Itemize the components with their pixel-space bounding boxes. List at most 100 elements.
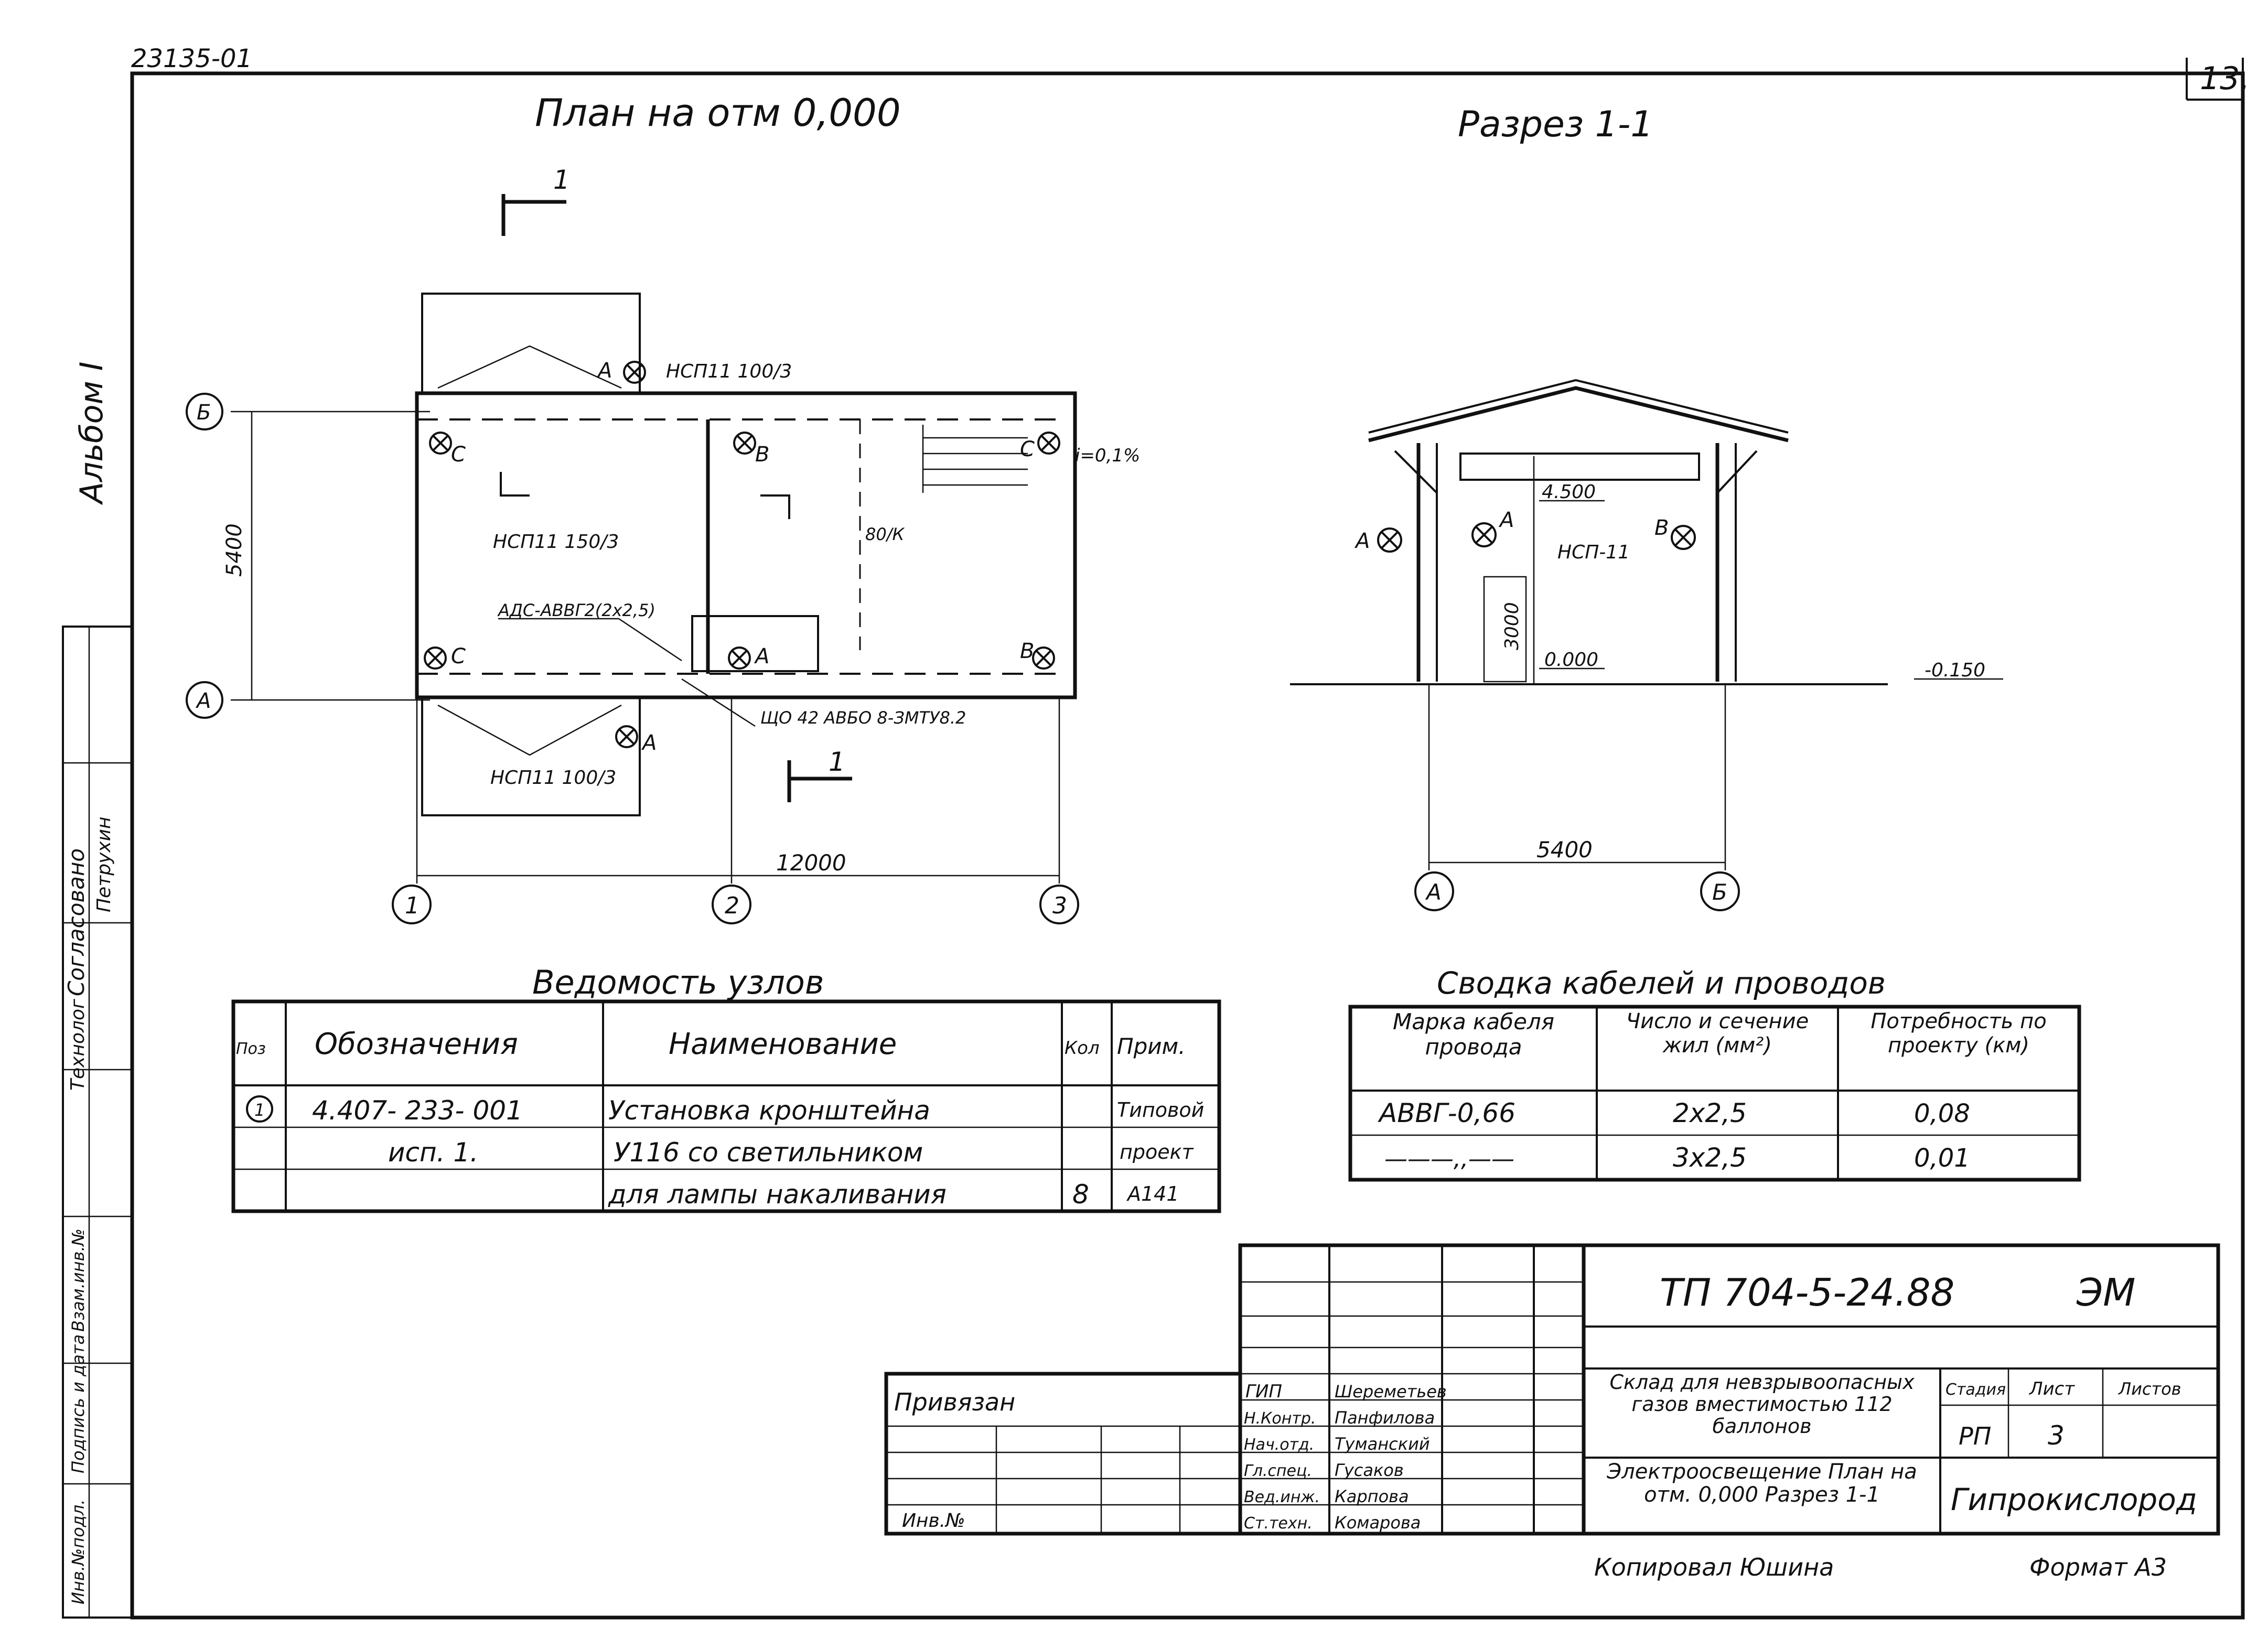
agreed-label: Согласовано bbox=[63, 848, 89, 996]
nodes-header-qty: Кол bbox=[1065, 1038, 1100, 1059]
svg-text:Туманский: Туманский bbox=[1335, 1434, 1430, 1454]
svg-text:А: А bbox=[195, 689, 211, 713]
nodes-row1-pos-circle bbox=[246, 1095, 273, 1123]
section-code: ЭМ bbox=[2076, 1270, 2135, 1314]
section-lamp-type: НСП-11 bbox=[1557, 542, 1630, 563]
note-bottom: НСП11 100/3 bbox=[490, 767, 616, 789]
replace-label: Взам.инв.№ bbox=[68, 1228, 88, 1332]
sign-date-label: Подпись и дата bbox=[68, 1334, 88, 1473]
nodes-r1-name: Установка кронштейна bbox=[608, 1095, 930, 1126]
cables-header-section: Число и сечение жил (мм²) bbox=[1626, 1009, 1809, 1058]
cables-table-title: Сводка кабелей и проводов bbox=[1437, 965, 1886, 1001]
cables-r1-brand: АВВГ-0,66 bbox=[1378, 1098, 1515, 1128]
nodes-header-note: Прим. bbox=[1117, 1033, 1186, 1059]
project-code: ТП 704-5-24.88 bbox=[1660, 1270, 1954, 1314]
nodes-table-title: Ведомость узлов bbox=[532, 963, 824, 1001]
section-dim-width: 5400 bbox=[1536, 837, 1593, 863]
sheet-code: 23135-01 bbox=[131, 44, 252, 73]
left-strip: Альбом I Согласовано Технолог Петрухин И… bbox=[62, 362, 133, 1619]
svg-text:В: В bbox=[1654, 516, 1669, 540]
sheets-header: Листов bbox=[2118, 1379, 2181, 1399]
nodes-header-name: Наименование bbox=[669, 1027, 897, 1061]
nodes-header-pos: Поз bbox=[236, 1040, 266, 1058]
cables-r1-section: 2х2,5 bbox=[1673, 1098, 1747, 1128]
nodes-r1-code: 4.407- 233- 001 bbox=[312, 1095, 523, 1126]
nodes-r2-name: У116 со светильником bbox=[614, 1137, 923, 1168]
svg-text:2: 2 bbox=[725, 892, 739, 919]
svg-text:Нач.отд.: Нач.отд. bbox=[1244, 1436, 1314, 1454]
svg-text:Комарова: Комарова bbox=[1335, 1513, 1421, 1533]
note-cable: АДС-АВВГ2(2х2,5) bbox=[497, 600, 655, 620]
tied-label: Привязан bbox=[894, 1388, 1015, 1416]
svg-text:В: В bbox=[1020, 639, 1034, 663]
note-middle: НСП11 150/3 bbox=[493, 531, 619, 553]
note-panel: ЩО 42 АВБО 8-ЗМТУ8.2 bbox=[760, 708, 966, 728]
copied-by: Копировал Юшина bbox=[1594, 1553, 1834, 1581]
svg-text:Б: Б bbox=[197, 401, 211, 425]
plan-dim-horizontal: 12000 bbox=[776, 850, 846, 876]
title-block bbox=[884, 1243, 2220, 1536]
cables-r2-need: 0,01 bbox=[1914, 1144, 1970, 1173]
page-number: 13. bbox=[2200, 60, 2250, 97]
cables-header-need: Потребность по проекту (км) bbox=[1871, 1009, 2047, 1058]
sheet-header: Лист bbox=[2028, 1378, 2075, 1399]
tech-label: Технолог bbox=[67, 998, 89, 1091]
svg-text:С: С bbox=[1020, 437, 1035, 461]
svg-text:С: С bbox=[451, 443, 466, 467]
svg-text:А: А bbox=[1425, 879, 1442, 905]
svg-text:А: А bbox=[1498, 508, 1514, 532]
album-label: Альбом I bbox=[73, 362, 110, 506]
note-slope: i=0,1% bbox=[1075, 445, 1140, 466]
stage-header: Стадия bbox=[1945, 1381, 2006, 1399]
elev-top: 4.500 bbox=[1542, 481, 1596, 503]
svg-text:А: А bbox=[596, 359, 612, 383]
object-name: Склад для невзрывоопасных газов вместимо… bbox=[1609, 1371, 1915, 1438]
svg-text:ГИП: ГИП bbox=[1245, 1381, 1282, 1402]
inv-orig-label: Инв.№подл. bbox=[68, 1500, 88, 1604]
plan-title: План на отм 0,000 bbox=[535, 91, 901, 135]
drawing-name: Электроосвещение План на отм. 0,000 Разр… bbox=[1607, 1460, 1917, 1507]
svg-text:Вед.инж.: Вед.инж. bbox=[1244, 1488, 1320, 1506]
elev-lamp: 3000 bbox=[1501, 602, 1523, 650]
organization: Гипрокислород bbox=[1951, 1482, 2197, 1517]
svg-text:Гусаков: Гусаков bbox=[1335, 1460, 1404, 1480]
stage-value: РП bbox=[1959, 1422, 1991, 1450]
svg-text:А: А bbox=[754, 644, 769, 669]
cables-table bbox=[1348, 1005, 2081, 1182]
svg-text:Шереметьев: Шереметьев bbox=[1335, 1382, 1447, 1402]
svg-text:1: 1 bbox=[829, 747, 845, 777]
svg-text:Н.Контр.: Н.Контр. bbox=[1244, 1409, 1316, 1428]
svg-text:С: С bbox=[451, 644, 466, 669]
nodes-r3-qty: 8 bbox=[1072, 1179, 1089, 1210]
format-label: Формат А3 bbox=[2029, 1553, 2167, 1581]
cables-r2-section: 3х2,5 bbox=[1673, 1143, 1747, 1173]
svg-text:Ст.техн.: Ст.техн. bbox=[1244, 1514, 1313, 1533]
section-drawing: А А В НСП-11 4.500 3000 0.000 -0.150 540… bbox=[1290, 379, 2003, 911]
room-label: 80/К bbox=[865, 524, 905, 544]
nodes-header-code: Обозначения bbox=[315, 1027, 518, 1061]
svg-text:В: В bbox=[755, 443, 769, 467]
svg-text:1: 1 bbox=[553, 165, 570, 195]
svg-text:А: А bbox=[641, 731, 657, 755]
svg-text:А: А bbox=[1354, 529, 1370, 553]
note-top: НСП11 100/3 bbox=[666, 361, 792, 382]
receiver-label: Петрухин bbox=[93, 816, 115, 912]
cables-header-brand: Марка кабеля провода bbox=[1392, 1009, 1555, 1060]
nodes-r2-code: исп. 1. bbox=[388, 1137, 478, 1168]
svg-text:Б: Б bbox=[1712, 879, 1727, 905]
svg-text:Карпова: Карпова bbox=[1335, 1486, 1409, 1506]
cables-r1-need: 0,08 bbox=[1914, 1099, 1970, 1128]
nodes-table bbox=[231, 999, 1221, 1213]
svg-text:Панфилова: Панфилова bbox=[1335, 1408, 1435, 1428]
plan-lamps bbox=[424, 361, 1060, 748]
sheet-no: 3 bbox=[2048, 1420, 2065, 1451]
nodes-r2-note: проект bbox=[1120, 1140, 1195, 1163]
nodes-r1-pos: 1 bbox=[254, 1100, 265, 1120]
svg-text:Гл.спец.: Гл.спец. bbox=[1244, 1462, 1312, 1480]
inv-label: Инв.№ bbox=[902, 1510, 965, 1532]
nodes-r3-name: для лампы накаливания bbox=[608, 1179, 947, 1210]
elev-zero: 0.000 bbox=[1544, 649, 1598, 671]
plan-dim-vertical: 5400 bbox=[222, 523, 246, 577]
section-title: Разрез 1-1 bbox=[1458, 104, 1653, 145]
